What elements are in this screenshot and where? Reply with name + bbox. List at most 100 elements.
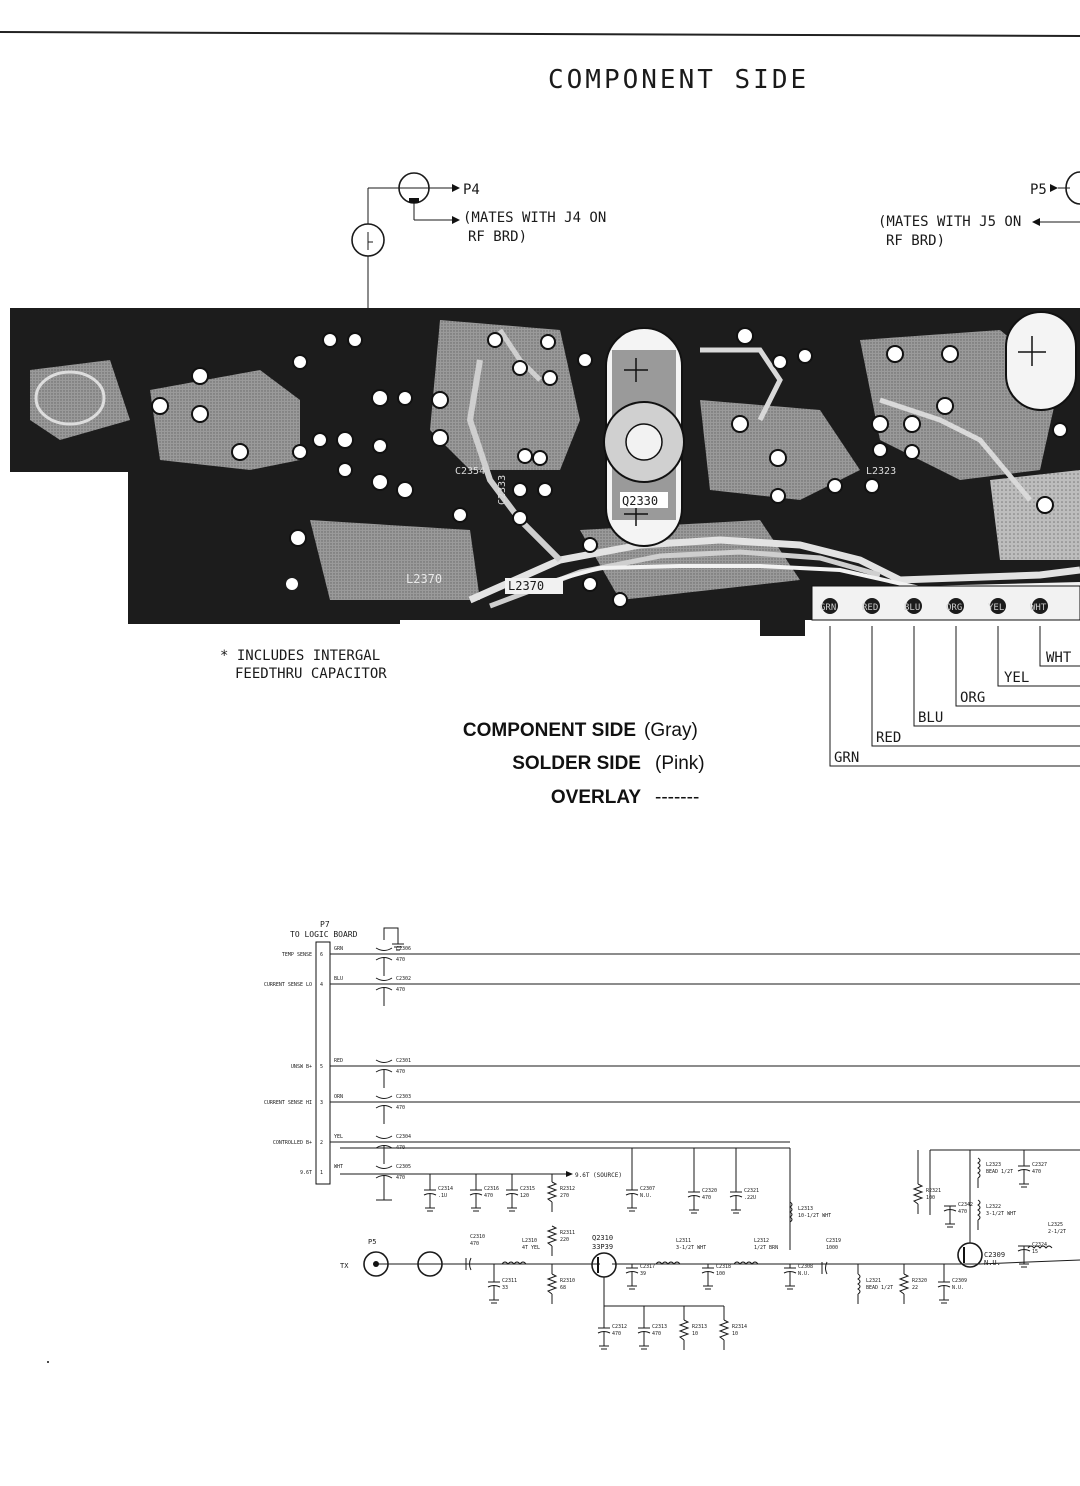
component-l2321-symbol [857, 1264, 861, 1304]
component-ref: C2315 [520, 1186, 535, 1192]
component-l2311-symbol [655, 1261, 681, 1265]
p5-label: P5 [1030, 182, 1047, 198]
component-ref: C2312 [612, 1324, 627, 1330]
symbol-stroke [977, 1157, 981, 1179]
symbol-stroke [469, 1193, 483, 1196]
component-l2323-symbol [977, 1157, 981, 1188]
component-c2309-symbol [937, 1264, 951, 1304]
component-value: 39 [640, 1271, 646, 1277]
component-c2316-symbol [469, 1174, 483, 1212]
component-value: BEAD 1/2T [866, 1285, 893, 1291]
symbol-stroke [937, 1285, 951, 1288]
symbol-stroke [718, 1319, 730, 1341]
pin-wire-color: RED [334, 1058, 343, 1064]
component-ref: R2320 [912, 1278, 927, 1284]
component-ref: C2327 [1032, 1162, 1047, 1168]
component-ref: R2314 [732, 1324, 747, 1330]
pin-wire-color: BLU [334, 976, 343, 982]
symbol-stroke [912, 1183, 924, 1205]
component-ref: C2308 [798, 1264, 813, 1270]
component-c2311-symbol [487, 1264, 501, 1304]
component-l2313-symbol [789, 1201, 793, 1232]
pin-label-blu: BLU [904, 603, 920, 613]
component-l2310-symbol [501, 1261, 527, 1265]
symbol-stroke [655, 1261, 681, 1265]
component-c2324-symbol [1017, 1245, 1031, 1268]
component-ref: R2311 [560, 1230, 575, 1236]
pin-wire-color: ORN [334, 1094, 343, 1100]
pin-cap-value: 470 [396, 1069, 405, 1075]
q2310-ref: Q2310 [592, 1234, 613, 1242]
pin-cap-value: 470 [396, 957, 405, 963]
symbol-stroke [898, 1273, 910, 1295]
pin-name: CURRENT SENSE LO [264, 982, 312, 988]
component-ref: C2314 [438, 1186, 453, 1192]
component-value: N.U. [798, 1271, 810, 1277]
q2310-transistor-icon [591, 1252, 617, 1278]
legend-component-label: COMPONENT SIDE [463, 720, 636, 741]
q2320-value: N.U. [984, 1259, 1001, 1267]
component-ref: L2322 [986, 1204, 1001, 1210]
symbol-stroke [625, 1193, 639, 1196]
q2310-value: 33P39 [592, 1243, 613, 1251]
symbol-stroke [783, 1271, 797, 1274]
symbol-stroke [1027, 1245, 1053, 1249]
component-value: 120 [520, 1193, 529, 1199]
component-value: .22U [744, 1195, 756, 1201]
component-c2310-symbol [465, 1257, 472, 1271]
component-c2317-symbol [625, 1264, 639, 1290]
p5-note-line2: RF BRD) [886, 233, 945, 249]
component-ref: R2313 [692, 1324, 707, 1330]
pin-cap-ref: C2304 [396, 1134, 411, 1140]
symbol-stroke [505, 1193, 519, 1196]
component-r2320-symbol [898, 1264, 910, 1304]
component-ref: L2323 [986, 1162, 1001, 1168]
symbol-stroke [729, 1195, 743, 1198]
pin-label-yel: YEL [988, 603, 1004, 613]
pin-cap-ref: C2302 [396, 976, 411, 982]
component-value: 270 [560, 1193, 569, 1199]
p5-note-line1: (MATES WITH J5 ON [878, 214, 1021, 230]
cap-plate-top [375, 1135, 393, 1139]
component-ref: C2318 [716, 1264, 731, 1270]
p4-note-line1: (MATES WITH J4 ON [463, 210, 606, 226]
pin-label-wht: WHT [1030, 603, 1047, 613]
coax-jack-icon [417, 1251, 443, 1277]
connector-title: TO LOGIC BOARD [290, 930, 358, 939]
p4-note-line2: RF BRD) [468, 229, 527, 245]
component-c2318-symbol [701, 1264, 715, 1290]
component-c2315-symbol [505, 1174, 519, 1212]
component-ref: R2321 [926, 1188, 941, 1194]
legend-overlay-label: OVERLAY [551, 787, 641, 808]
component-ref: C2324 [1032, 1242, 1047, 1248]
component-value: 470 [652, 1331, 661, 1337]
pin-number: 4 [320, 982, 323, 988]
pin-label-org: ORG [946, 603, 962, 613]
component-value: BEAD 1/2T [986, 1169, 1013, 1175]
legend-component-note: (Gray) [644, 720, 698, 741]
component-value: 33 [502, 1285, 508, 1291]
component-ref: C2342 [958, 1202, 973, 1208]
cap-plate-top [375, 947, 393, 951]
page-title: COMPONENT SIDE [548, 65, 809, 95]
component-c2312-symbol [597, 1306, 611, 1350]
connector-name: P7 [320, 920, 330, 929]
component-c2307-symbol [625, 1148, 639, 1212]
component-value: 470 [1032, 1169, 1041, 1175]
component-value: 1000 [826, 1245, 838, 1251]
pin-name: CONTROLLED B+ [273, 1140, 312, 1146]
p5-jack-icon [1065, 171, 1080, 205]
board-label-c2333: C2333 [497, 475, 508, 505]
component-value: .1U [438, 1193, 447, 1199]
component-ref: C2317 [640, 1264, 655, 1270]
component-l2312-symbol [733, 1261, 759, 1265]
component-value: 15 [1032, 1249, 1038, 1255]
board-label-l2323: L2323 [866, 466, 896, 477]
component-ref: C2307 [640, 1186, 655, 1192]
symbol-stroke [487, 1285, 501, 1288]
header-pins: GRN RED BLU ORG YEL WHT [820, 598, 1048, 614]
component-r2314-symbol [718, 1306, 730, 1350]
tx-label: TX [340, 1262, 349, 1270]
component-value: N.U. [640, 1193, 652, 1199]
